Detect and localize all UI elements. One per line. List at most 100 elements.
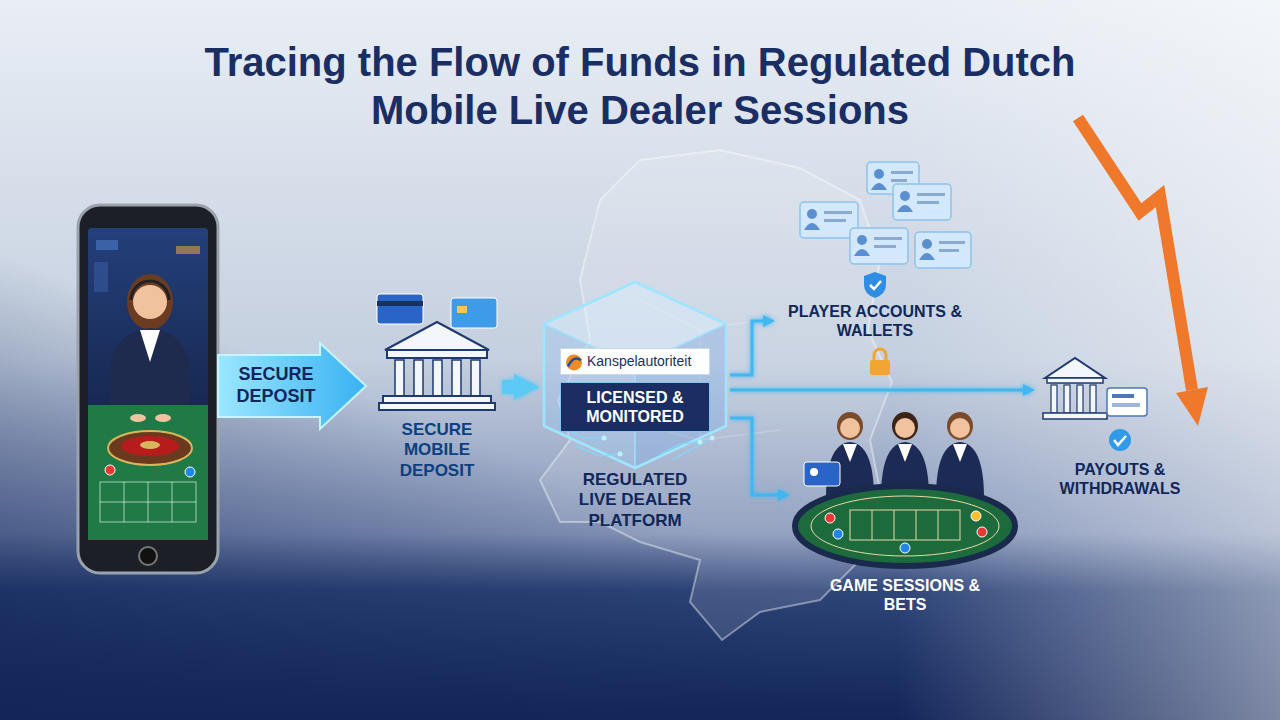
flow-connector xyxy=(730,321,763,375)
game-node-shape xyxy=(900,543,910,553)
game-node-shape xyxy=(977,527,987,537)
accounts-node-shape xyxy=(900,191,910,201)
game-node-shape xyxy=(837,412,863,440)
accounts-node-shape xyxy=(915,232,971,268)
game-node-shape xyxy=(938,510,939,540)
phone-illustration xyxy=(140,441,160,449)
payout-node-shape xyxy=(1114,436,1126,445)
deposit-arrow: SECURE DEPOSIT xyxy=(218,343,366,429)
bank-node: SECURE MOBILE DEPOSIT xyxy=(372,292,502,487)
authority-logo-shape xyxy=(566,354,582,370)
accounts-node-shape xyxy=(919,253,935,260)
accounts-node-shape xyxy=(922,239,932,249)
game-node-shape xyxy=(950,418,970,438)
accounts-node-shape xyxy=(939,241,965,244)
phone-illustration xyxy=(100,482,196,522)
accounts-node-shape xyxy=(807,209,817,219)
diagram-title: Tracing the Flow of Funds in Regulated D… xyxy=(190,38,1090,134)
bank-node-shape xyxy=(377,294,423,324)
flow-connector xyxy=(502,380,514,394)
payout-node-shape xyxy=(1051,385,1057,413)
accounts-node-shape xyxy=(917,193,945,196)
payout-node-shape xyxy=(1112,403,1140,407)
platform-cube-shape xyxy=(602,436,607,441)
accounts-node-shape xyxy=(854,249,870,256)
platform-cube-shape xyxy=(710,436,715,441)
phone-illustration xyxy=(96,240,118,250)
node-label: SECURE DEPOSIT xyxy=(230,364,322,407)
accounts-node-shape xyxy=(874,245,896,248)
platform-cube-shape xyxy=(544,324,726,468)
phone-illustration xyxy=(100,502,196,503)
node-label: LICENSED & MONITORED xyxy=(567,388,703,426)
license-badge: LICENSED & MONITORED xyxy=(560,382,710,432)
accounts-node-shape xyxy=(850,228,908,264)
payout-node-shape xyxy=(1109,429,1131,451)
game-node-shape xyxy=(795,486,1015,566)
phone-illustration xyxy=(105,465,115,475)
bank-node-shape xyxy=(451,298,497,328)
node-label: Kanspelautoriteit xyxy=(587,353,703,370)
phone-illustration xyxy=(185,467,195,477)
phone-illustration xyxy=(94,262,108,292)
accounts-node-shape xyxy=(893,184,951,220)
authority-logo-shape xyxy=(568,358,581,366)
game-node-shape xyxy=(916,510,917,540)
bank-node-shape xyxy=(379,403,495,410)
payout-node-shape xyxy=(1112,394,1134,398)
netherlands-map xyxy=(540,150,892,640)
bank-node-shape xyxy=(385,322,489,350)
game-node-shape xyxy=(840,418,860,438)
node-label: PLAYER ACCOUNTS & WALLETS xyxy=(783,302,967,340)
bank-node-shape xyxy=(414,360,423,396)
phone-illustration xyxy=(121,436,179,456)
flow-connector xyxy=(730,418,778,495)
game-node-shape xyxy=(898,444,912,462)
game-node-shape xyxy=(892,412,918,440)
game-node-shape xyxy=(804,462,840,486)
lock-icon xyxy=(874,349,886,360)
payout-node-shape xyxy=(1045,358,1105,378)
game-node-shape xyxy=(953,444,967,462)
phone-illustration xyxy=(155,414,171,422)
payout-node-shape xyxy=(1107,388,1147,416)
accounts-node-shape xyxy=(897,205,913,212)
payout-node-shape xyxy=(1043,413,1107,419)
phone-illustration xyxy=(127,274,173,330)
bank-node-shape xyxy=(433,360,442,396)
netherlands-map xyxy=(540,150,892,640)
game-node-shape xyxy=(971,511,981,521)
platform-cube-shape xyxy=(544,282,726,468)
node-label: SECURE MOBILE DEPOSIT xyxy=(380,420,494,481)
payout-node-shape xyxy=(1090,385,1096,413)
bank-node-shape xyxy=(387,350,487,358)
game-node-shape xyxy=(843,444,857,462)
game-node: GAME SESSIONS & BETS xyxy=(790,398,1020,618)
accounts-node-shape xyxy=(871,183,887,190)
bank-node-shape xyxy=(395,360,404,396)
phone-illustration xyxy=(140,330,160,362)
accounts-node-shape xyxy=(870,281,881,289)
phone-illustration xyxy=(88,228,208,540)
bank-node-shape xyxy=(452,360,461,396)
phone-illustration xyxy=(78,205,218,573)
flow-connector xyxy=(730,389,1023,392)
accounts-node-shape xyxy=(874,169,884,179)
accounts-node-shape xyxy=(891,171,913,174)
accounts-node-shape xyxy=(864,272,886,298)
phone-illustration xyxy=(130,414,146,422)
phone-illustration xyxy=(133,285,167,319)
platform-cube-shape xyxy=(564,428,712,460)
game-node-shape xyxy=(872,510,873,540)
platform-cube-shape xyxy=(618,452,623,457)
lock-icon xyxy=(870,360,890,375)
trend-arrow xyxy=(1176,387,1208,426)
bank-node-shape xyxy=(383,396,491,403)
deposit-arrow-shape xyxy=(218,343,366,429)
payout-node: PAYOUTS & WITHDRAWALS xyxy=(1035,350,1205,502)
game-node-shape xyxy=(810,468,818,476)
node-label: GAME SESSIONS & BETS xyxy=(820,576,990,614)
